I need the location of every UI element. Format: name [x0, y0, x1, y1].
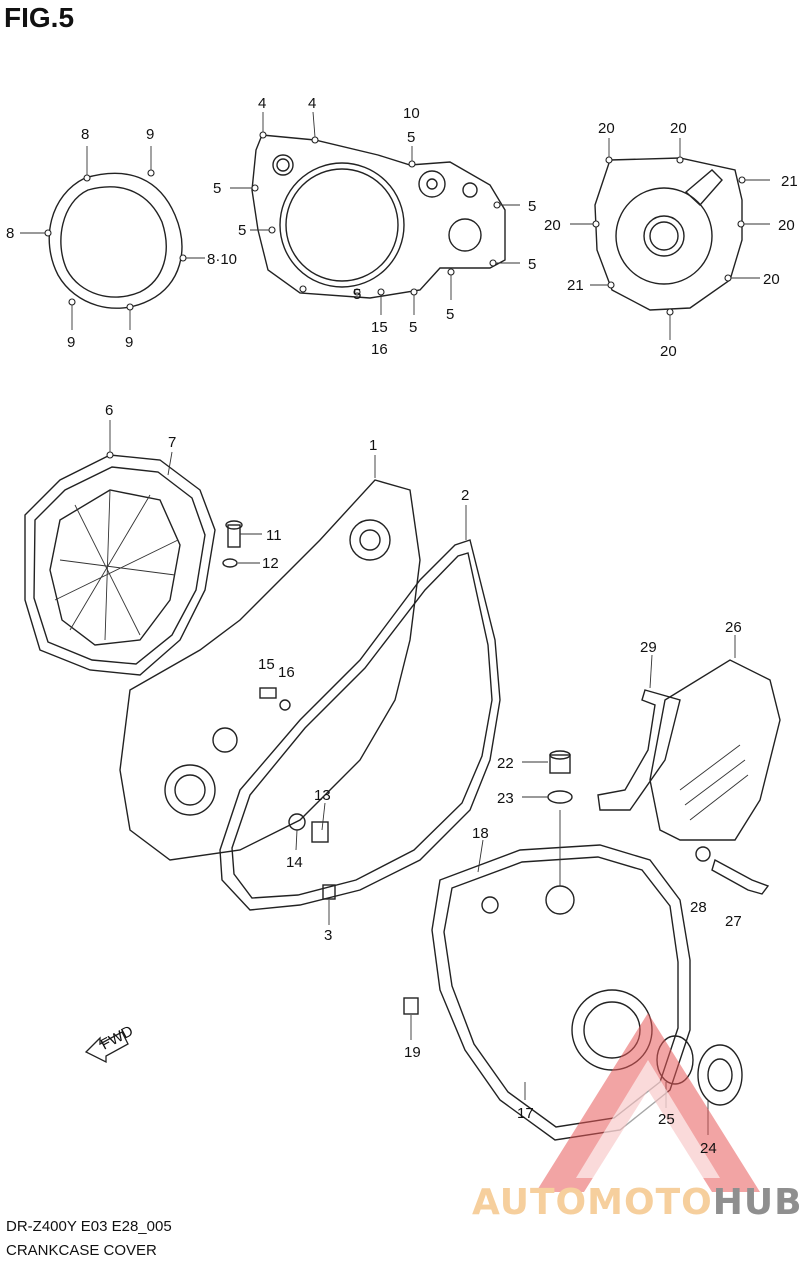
figure-title: FIG.5 [4, 2, 75, 33]
callout-2: 2 [461, 487, 469, 504]
callout-5: 5 [407, 129, 415, 146]
callout-20: 20 [670, 120, 687, 137]
watermark-text-part1: AUTOMOTO [472, 1182, 713, 1223]
callout-25: 25 [658, 1111, 675, 1128]
callout-16: 16 [278, 664, 295, 681]
callout-14: 14 [286, 854, 303, 871]
callout-9: 9 [146, 126, 154, 143]
callout-21: 21 [567, 277, 584, 294]
callout-29: 29 [640, 639, 657, 656]
callout-17: 17 [517, 1105, 534, 1122]
callout-5: 5 [528, 198, 536, 215]
callout-11: 11 [266, 527, 282, 544]
callout-9: 9 [125, 334, 133, 351]
callout-12: 12 [262, 555, 279, 572]
clutch-cover-gasket-detail [230, 111, 520, 315]
callout-21: 21 [781, 173, 798, 190]
callout-1: 1 [369, 437, 377, 454]
callout-20: 20 [544, 217, 561, 234]
callout-10: 10 [403, 105, 420, 122]
callout-13: 13 [314, 787, 331, 804]
crankcase-cover-face-detail [570, 138, 770, 340]
callout-labels: 8 9 8 8·10 9 9 4 4 10 5 5 5 5 5 5 5 5 15… [6, 95, 798, 1157]
callout-23: 23 [497, 790, 514, 807]
small-hardware [222, 520, 770, 1040]
callout-4: 4 [258, 95, 266, 112]
callout-19: 19 [404, 1044, 421, 1061]
model-code: DR-Z400Y E03 E28_005 [6, 1218, 172, 1235]
callout-8: 8 [81, 126, 89, 143]
callout-7: 7 [168, 434, 176, 451]
callout-15: 15 [258, 656, 275, 673]
watermark-text-part2: HUB [712, 1182, 800, 1223]
section-title: CRANKCASE COVER [6, 1242, 157, 1259]
callout-18: 18 [472, 825, 489, 842]
callout-15: 15 [371, 319, 388, 336]
callout-5: 5 [528, 256, 536, 273]
callout-5: 5 [213, 180, 221, 197]
forward-direction-arrow: FWD [84, 1022, 136, 1064]
callout-9: 9 [67, 334, 75, 351]
watermark-text: AUTOMOTOHUB [472, 1182, 800, 1223]
callout-20: 20 [763, 271, 780, 288]
callout-24: 24 [700, 1140, 717, 1157]
callout-20: 20 [660, 343, 677, 360]
watermark-logo [536, 1013, 760, 1192]
callout-4: 4 [308, 95, 316, 112]
callout-28: 28 [690, 899, 707, 916]
callout-16: 16 [371, 341, 388, 358]
callout-5: 5 [409, 319, 417, 336]
callout-22: 22 [497, 755, 514, 772]
magneto-cover-assembly [24, 420, 216, 676]
callout-5: 5 [446, 306, 454, 323]
callout-3: 3 [324, 927, 332, 944]
callout-20: 20 [598, 120, 615, 137]
callout-8-10: 8·10 [207, 251, 237, 268]
callout-5: 5 [353, 286, 361, 303]
callout-27: 27 [725, 913, 742, 930]
magneto-gasket-detail [20, 146, 205, 330]
callout-8: 8 [6, 225, 14, 242]
callout-6: 6 [105, 402, 113, 419]
callout-20: 20 [778, 217, 795, 234]
clutch-cover-and-gasket [119, 455, 501, 911]
callout-5: 5 [238, 222, 246, 239]
callout-26: 26 [725, 619, 742, 636]
cover-guard-and-bracket [597, 635, 781, 841]
